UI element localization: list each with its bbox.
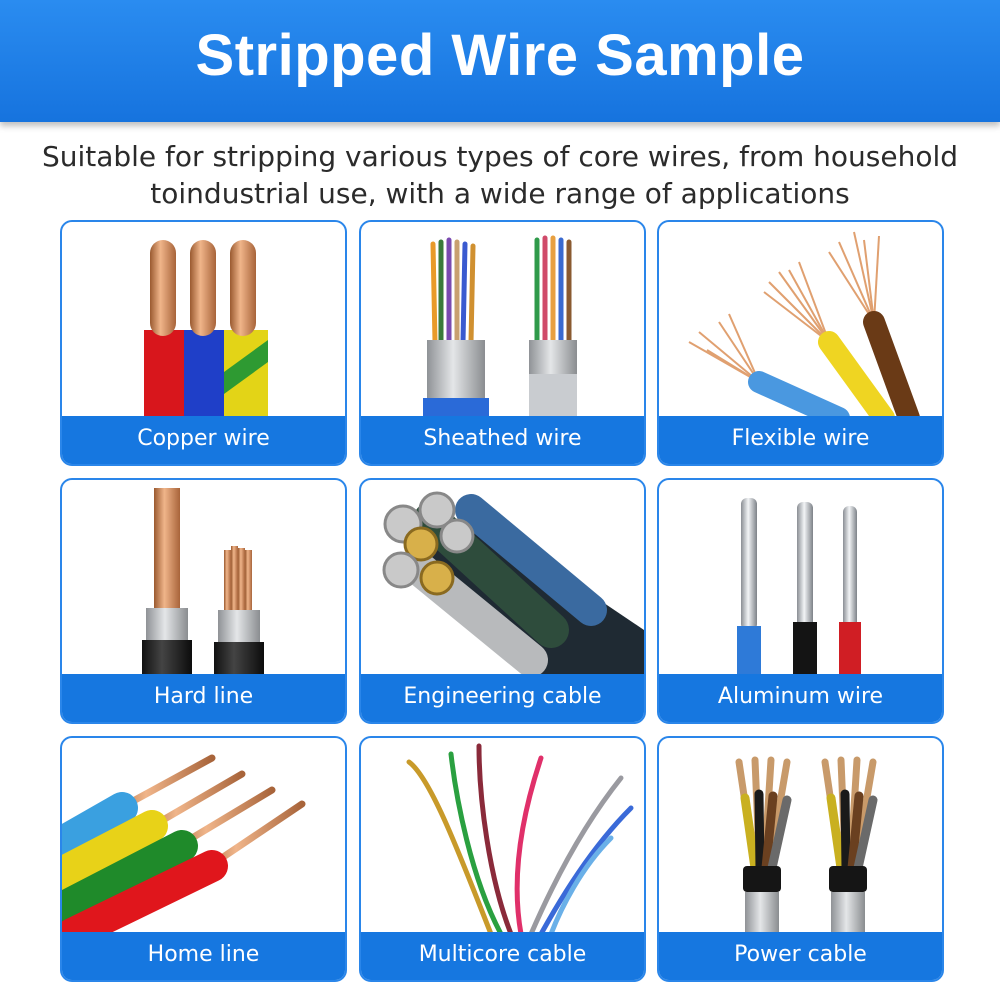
sample-card-multicore-cable: Multicore cable — [359, 736, 646, 982]
sample-label: Multicore cable — [361, 932, 644, 980]
sample-label: Flexible wire — [659, 416, 942, 464]
sheathed-wire-image — [423, 235, 577, 418]
sample-card-engineering-cable: Engineering cable — [359, 478, 646, 724]
sample-label: Copper wire — [62, 416, 345, 464]
sample-card-hard-line: Hard line — [60, 478, 347, 724]
intro-text: Suitable for stripping various types of … — [20, 138, 980, 212]
sample-label: Sheathed wire — [361, 416, 644, 464]
intro-line-1: Suitable for stripping various types of … — [41, 140, 959, 173]
sample-label: Engineering cable — [361, 674, 644, 722]
sample-label: Power cable — [659, 932, 942, 980]
flexible-wire-image — [688, 231, 920, 418]
sample-card-copper-wire: Copper wire — [60, 220, 347, 466]
aluminum-wire-image — [737, 498, 861, 676]
sample-label: Aluminum wire — [659, 674, 942, 722]
power-cable-image — [735, 756, 878, 934]
title-banner: Stripped Wire Sample — [0, 0, 1000, 122]
home-line-image — [62, 754, 306, 934]
sample-grid: Copper wire Sheathed wire — [60, 220, 945, 982]
sample-label: Home line — [62, 932, 345, 980]
multicore-cable-image — [406, 743, 634, 934]
sample-card-power-cable: Power cable — [657, 736, 944, 982]
intro-line-2: toindustrial use, with a wide range of a… — [150, 177, 850, 210]
sample-card-home-line: Home line — [60, 736, 347, 982]
sample-label: Hard line — [62, 674, 345, 722]
engineering-cable-image — [382, 491, 644, 676]
sample-card-sheathed-wire: Sheathed wire — [359, 220, 646, 466]
sample-card-aluminum-wire: Aluminum wire — [657, 478, 944, 724]
sample-card-flexible-wire: Flexible wire — [657, 220, 944, 466]
hard-line-image — [142, 488, 264, 676]
page-title: Stripped Wire Sample — [195, 23, 805, 88]
copper-wire-image — [144, 240, 268, 418]
